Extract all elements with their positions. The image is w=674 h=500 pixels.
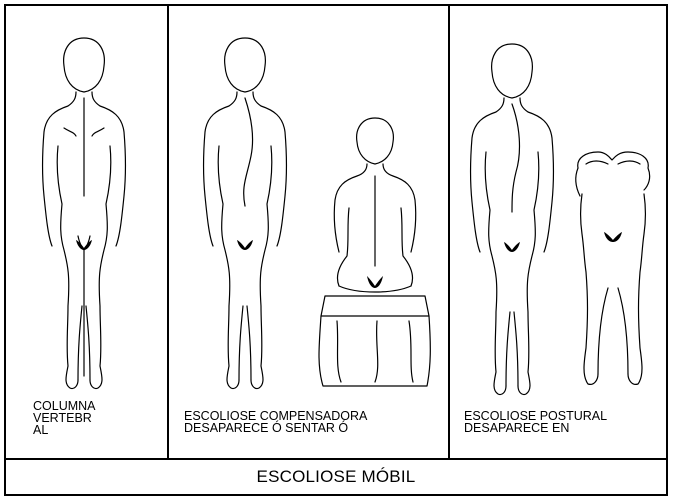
caption-compensatory-scoliosis: ESCOLIOSE COMPENSADORA DESAPARECE Ó SENT… <box>184 410 367 434</box>
caption-line: DESAPARECE Ó SENTAR Ó <box>184 422 367 434</box>
panel-compensatory-scoliosis: ESCOLIOSE COMPENSADORA DESAPARECE Ó SENT… <box>169 6 450 458</box>
figure-title: ESCOLIOSE MÓBIL <box>6 458 666 494</box>
standing-figure-postural-curve <box>462 42 562 398</box>
standing-figure-curved-spine <box>195 36 295 396</box>
standing-figure-straight-spine <box>34 36 134 396</box>
caption-line: AL <box>33 424 96 436</box>
panel-normal-spine: COLUMNA VERTEBR AL <box>6 6 169 458</box>
illustration-frame: COLUMNA VERTEBR AL <box>4 4 668 496</box>
panel-postural-scoliosis: ESCOLIOSE POSTURAL DESAPARECE EN <box>450 6 666 458</box>
forward-bend-figure <box>572 148 654 398</box>
caption-normal-spine: COLUMNA VERTEBR AL <box>33 400 96 436</box>
caption-postural-scoliosis: ESCOLIOSE POSTURAL DESAPARECE EN <box>464 410 607 434</box>
seated-figure-on-stool <box>317 116 437 396</box>
caption-line: DESAPARECE EN <box>464 422 607 434</box>
